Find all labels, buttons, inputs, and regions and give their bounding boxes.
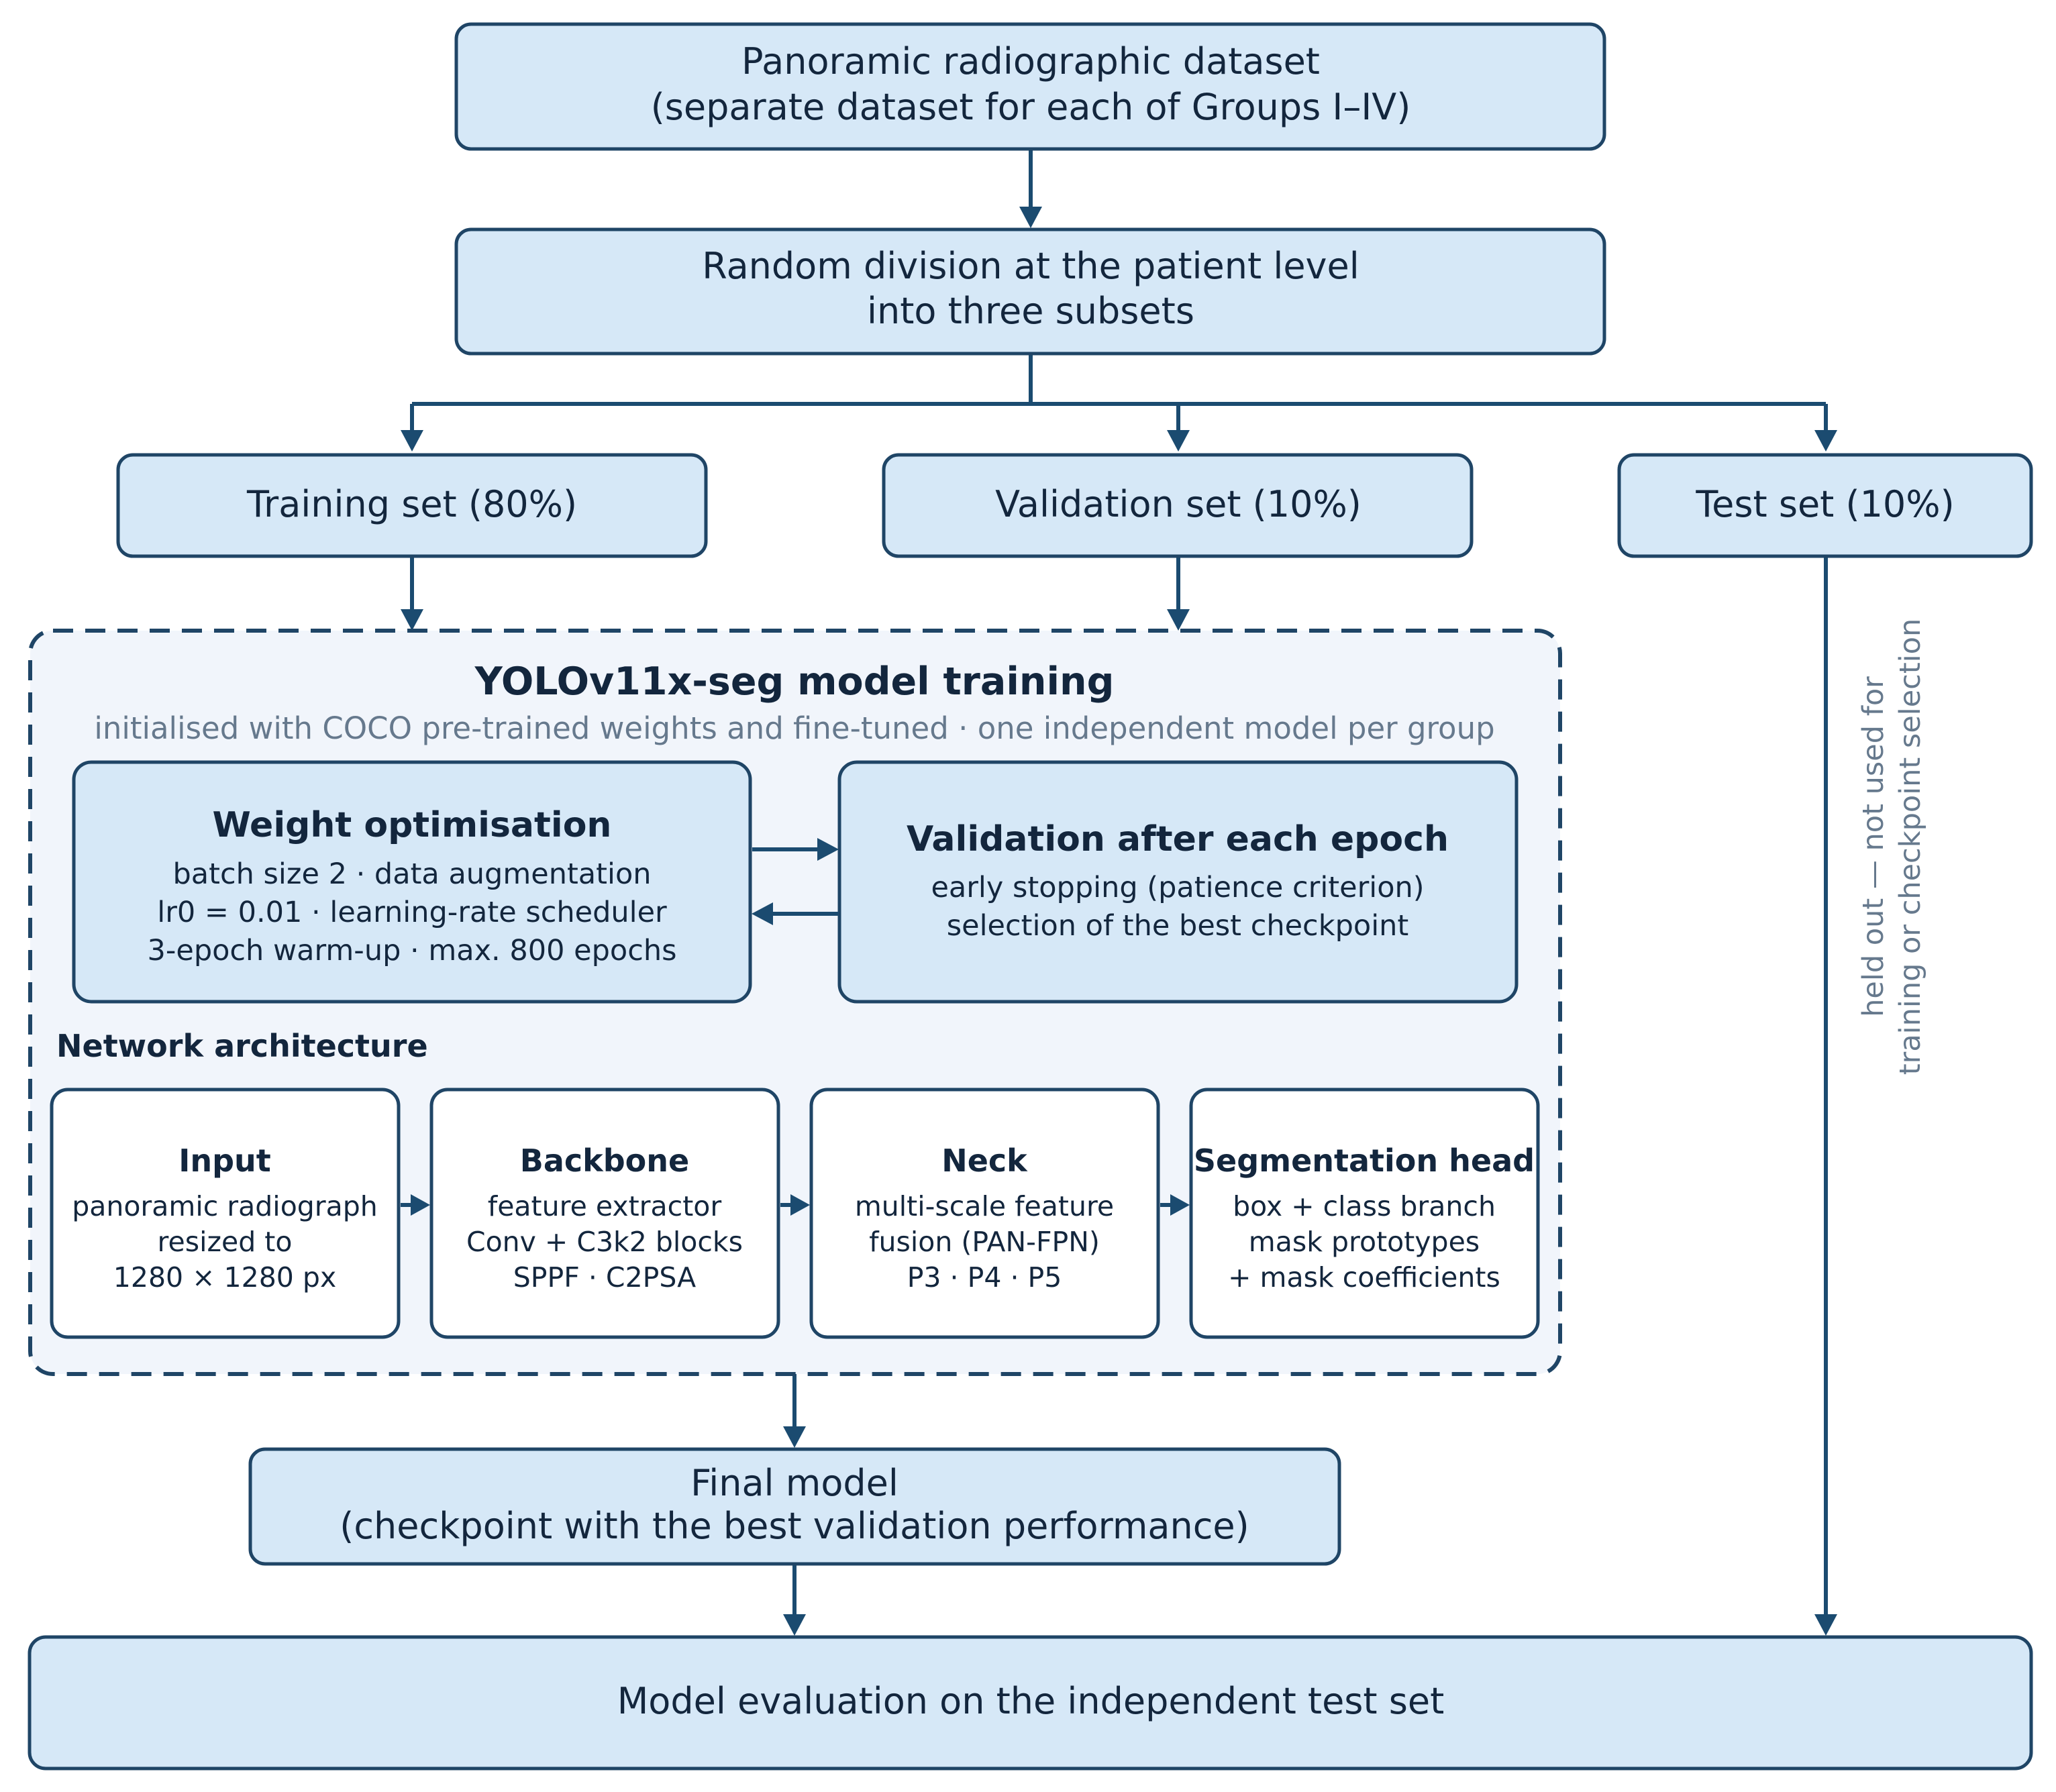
arrowhead (783, 1426, 806, 1448)
arrowhead (1019, 207, 1042, 228)
arch-input-line: panoramic radiograph (72, 1190, 378, 1222)
training-set-label: Training set (80%) (246, 483, 577, 525)
training-block-title: YOLOv11x-seg model training (474, 660, 1115, 704)
model-training-block: YOLOv11x-seg model training initialised … (28, 629, 1562, 1376)
arch-neck-box: Neck multi-scale feature fusion (PAN-FPN… (809, 1088, 1160, 1339)
arrowhead (411, 1194, 430, 1216)
arrowhead (401, 430, 423, 452)
final-model-line2: (checkpoint with the best validation per… (340, 1505, 1249, 1547)
arrowhead (1167, 430, 1190, 452)
arrowhead (1814, 1614, 1837, 1636)
arrowhead (783, 1614, 806, 1636)
arch-backbone-title: Backbone (520, 1143, 689, 1179)
arch-input-line: resized to (158, 1226, 293, 1258)
arrowhead (401, 609, 423, 631)
training-set-box: Training set (80%) (116, 453, 708, 558)
validation-epoch-line: selection of the best checkpoint (947, 909, 1409, 943)
weight-optimisation-box: Weight optimisation batch size 2 · data … (72, 760, 752, 1004)
final-model-line1: Final model (690, 1462, 898, 1504)
arch-neck-line: fusion (PAN-FPN) (869, 1226, 1100, 1258)
arch-input-line: 1280 × 1280 px (113, 1261, 336, 1294)
division-line1: Random division at the patient level (702, 245, 1359, 287)
validation-set-box: Validation set (10%) (882, 453, 1474, 558)
validation-epoch-box: Validation after each epoch early stoppi… (837, 760, 1519, 1004)
validation-epoch-line: early stopping (patience criterion) (931, 871, 1424, 904)
arch-backbone-box: Backbone feature extractor Conv + C3k2 b… (429, 1088, 780, 1339)
arch-input-title: Input (178, 1143, 271, 1179)
arrowhead (817, 838, 839, 861)
validation-epoch-title: Validation after each epoch (907, 819, 1449, 859)
weight-opt-title: Weight optimisation (213, 805, 612, 845)
held-out-line2: training or checkpoint selection (1894, 619, 1927, 1075)
arch-seg-head-line: mask prototypes (1249, 1226, 1480, 1258)
arrowhead (1814, 430, 1837, 452)
weight-opt-line: lr0 = 0.01 · learning-rate scheduler (157, 896, 667, 929)
arch-neck-line: P3 · P4 · P5 (907, 1261, 1062, 1294)
test-set-label: Test set (10%) (1695, 483, 1954, 525)
final-model-box: Final model (checkpoint with the best va… (248, 1447, 1341, 1566)
arch-backbone-line: feature extractor (488, 1190, 722, 1222)
connectors (401, 149, 1837, 1636)
evaluation-label: Model evaluation on the independent test… (617, 1680, 1445, 1722)
held-out-note: held out — not used for training or chec… (1857, 619, 1927, 1075)
arch-seg-head-line: + mask coefficients (1228, 1261, 1500, 1294)
arrowhead (1167, 609, 1190, 631)
network-architecture-label: Network architecture (56, 1028, 428, 1064)
arch-backbone-line: SPPF · C2PSA (513, 1261, 696, 1294)
validation-set-label: Validation set (10%) (995, 483, 1361, 525)
arch-input-box: Input panoramic radiograph resized to 12… (50, 1088, 401, 1339)
arrowhead (790, 1194, 810, 1216)
arch-seg-head-line: box + class branch (1233, 1190, 1496, 1222)
dataset-box: Panoramic radiographic dataset (separate… (454, 22, 1606, 151)
weight-opt-line: 3-epoch warm-up · max. 800 epochs (147, 934, 676, 967)
arch-backbone-line: Conv + C3k2 blocks (466, 1226, 743, 1258)
held-out-line1: held out — not used for (1857, 676, 1890, 1017)
dataset-line1: Panoramic radiographic dataset (741, 40, 1320, 83)
arch-neck-line: multi-scale feature (855, 1190, 1114, 1222)
training-block-subtitle: initialised with COCO pre-trained weight… (94, 710, 1494, 746)
arrowhead (1170, 1194, 1190, 1216)
weight-opt-line: batch size 2 · data augmentation (172, 857, 651, 891)
arch-segmentation-head-box: Segmentation head box + class branch mas… (1189, 1088, 1540, 1339)
test-set-box: Test set (10%) (1617, 453, 2033, 558)
division-box: Random division at the patient level int… (454, 227, 1606, 356)
arrowhead (752, 902, 773, 925)
arch-neck-title: Neck (941, 1143, 1028, 1179)
evaluation-box: Model evaluation on the independent test… (28, 1635, 2033, 1771)
arch-seg-head-title: Segmentation head (1194, 1143, 1535, 1179)
division-line2: into three subsets (867, 290, 1194, 332)
dataset-line2: (separate dataset for each of Groups I–I… (651, 86, 1411, 128)
